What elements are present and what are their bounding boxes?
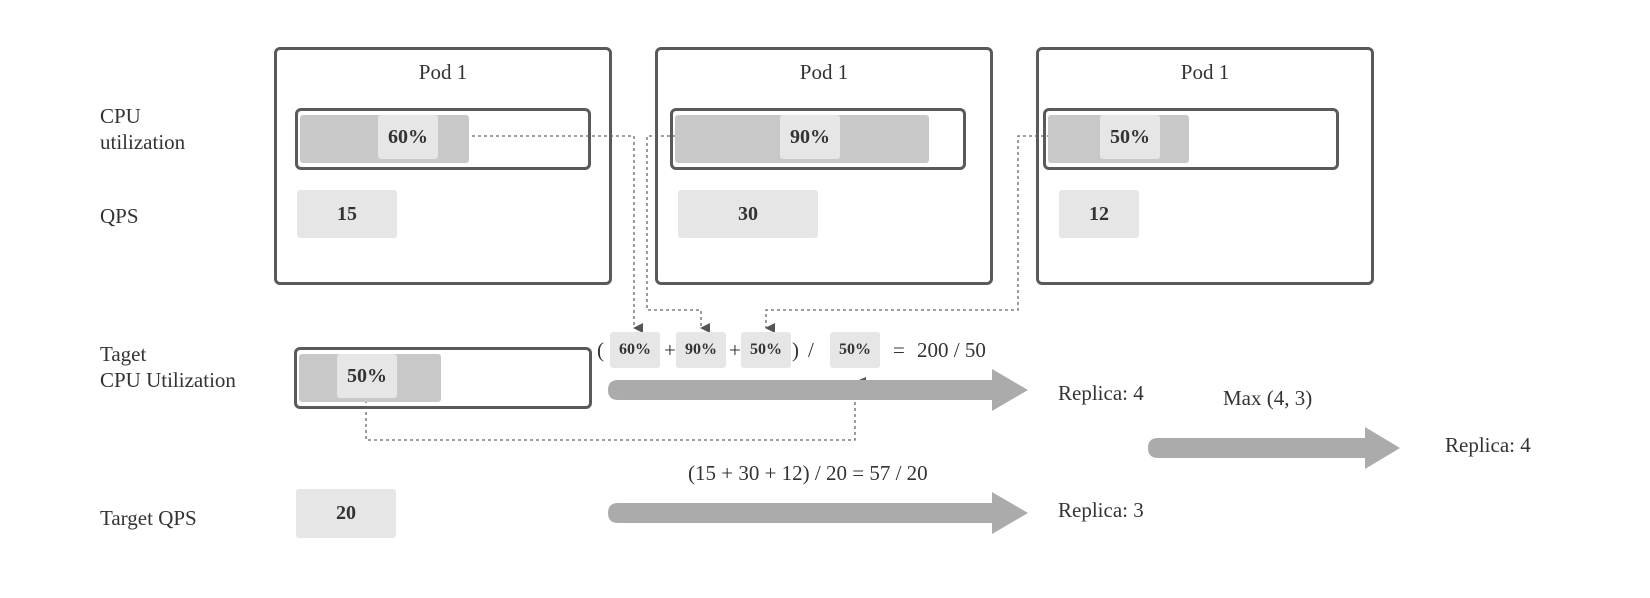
pod-card: Pod 1 90% 30 xyxy=(655,47,993,285)
qps-replica-result: Replica: 3 xyxy=(1058,498,1144,522)
cpu-utilization-value: 60% xyxy=(378,115,438,159)
equation-divisor: 50% xyxy=(830,332,880,368)
final-replica-result: Replica: 4 xyxy=(1445,433,1531,457)
pod-card: Pod 1 60% 15 xyxy=(274,47,612,285)
qps-value: 12 xyxy=(1059,190,1139,238)
equation-result: 200 / 50 xyxy=(917,338,986,362)
cpu-utilization-meter: 90% xyxy=(670,108,966,170)
target-cpu-value: 50% xyxy=(337,354,397,398)
equation-open-paren: ( xyxy=(597,338,604,362)
cpu-utilization-meter: 50% xyxy=(1043,108,1339,170)
cpu-utilization-value: 50% xyxy=(1100,115,1160,159)
equation-divide: / xyxy=(808,338,814,362)
connector-pod3-cpu xyxy=(765,135,1098,333)
equation-term: 90% xyxy=(676,332,726,368)
cpu-utilization-label: CPU utilization xyxy=(100,104,186,154)
equation-plus: + xyxy=(664,338,676,362)
connector-pod1-cpu xyxy=(436,135,643,333)
pod-title: Pod 1 xyxy=(1180,60,1230,84)
arrow-max-to-final xyxy=(1148,427,1400,469)
pod-title: Pod 1 xyxy=(799,60,849,84)
cpu-utilization-value: 90% xyxy=(780,115,840,159)
max-label: Max (4, 3) xyxy=(1223,386,1313,410)
equation-equals: = xyxy=(893,338,905,362)
target-qps-label: Target QPS xyxy=(100,506,197,530)
qps-value: 30 xyxy=(678,190,818,238)
qps-formula: (15 + 30 + 12) / 20 = 57 / 20 xyxy=(688,461,928,485)
equation-term: 60% xyxy=(610,332,660,368)
equation-plus: + xyxy=(729,338,741,362)
arrow-cpu-to-replica xyxy=(608,369,1028,411)
connector-target-cpu xyxy=(365,377,866,441)
target-cpu-label: Taget CPU Utilization xyxy=(100,342,236,392)
qps-label: QPS xyxy=(100,204,139,228)
equation-term: 50% xyxy=(741,332,791,368)
target-qps-value: 20 xyxy=(296,489,396,538)
target-cpu-meter: 50% xyxy=(294,347,592,409)
arrow-qps-to-replica xyxy=(608,492,1028,534)
cpu-utilization-meter: 60% xyxy=(295,108,591,170)
qps-value: 15 xyxy=(297,190,397,238)
pod-title: Pod 1 xyxy=(418,60,468,84)
cpu-replica-result: Replica: 4 xyxy=(1058,381,1144,405)
equation-close-paren: ) xyxy=(792,338,799,362)
pod-card: Pod 1 50% 12 xyxy=(1036,47,1374,285)
